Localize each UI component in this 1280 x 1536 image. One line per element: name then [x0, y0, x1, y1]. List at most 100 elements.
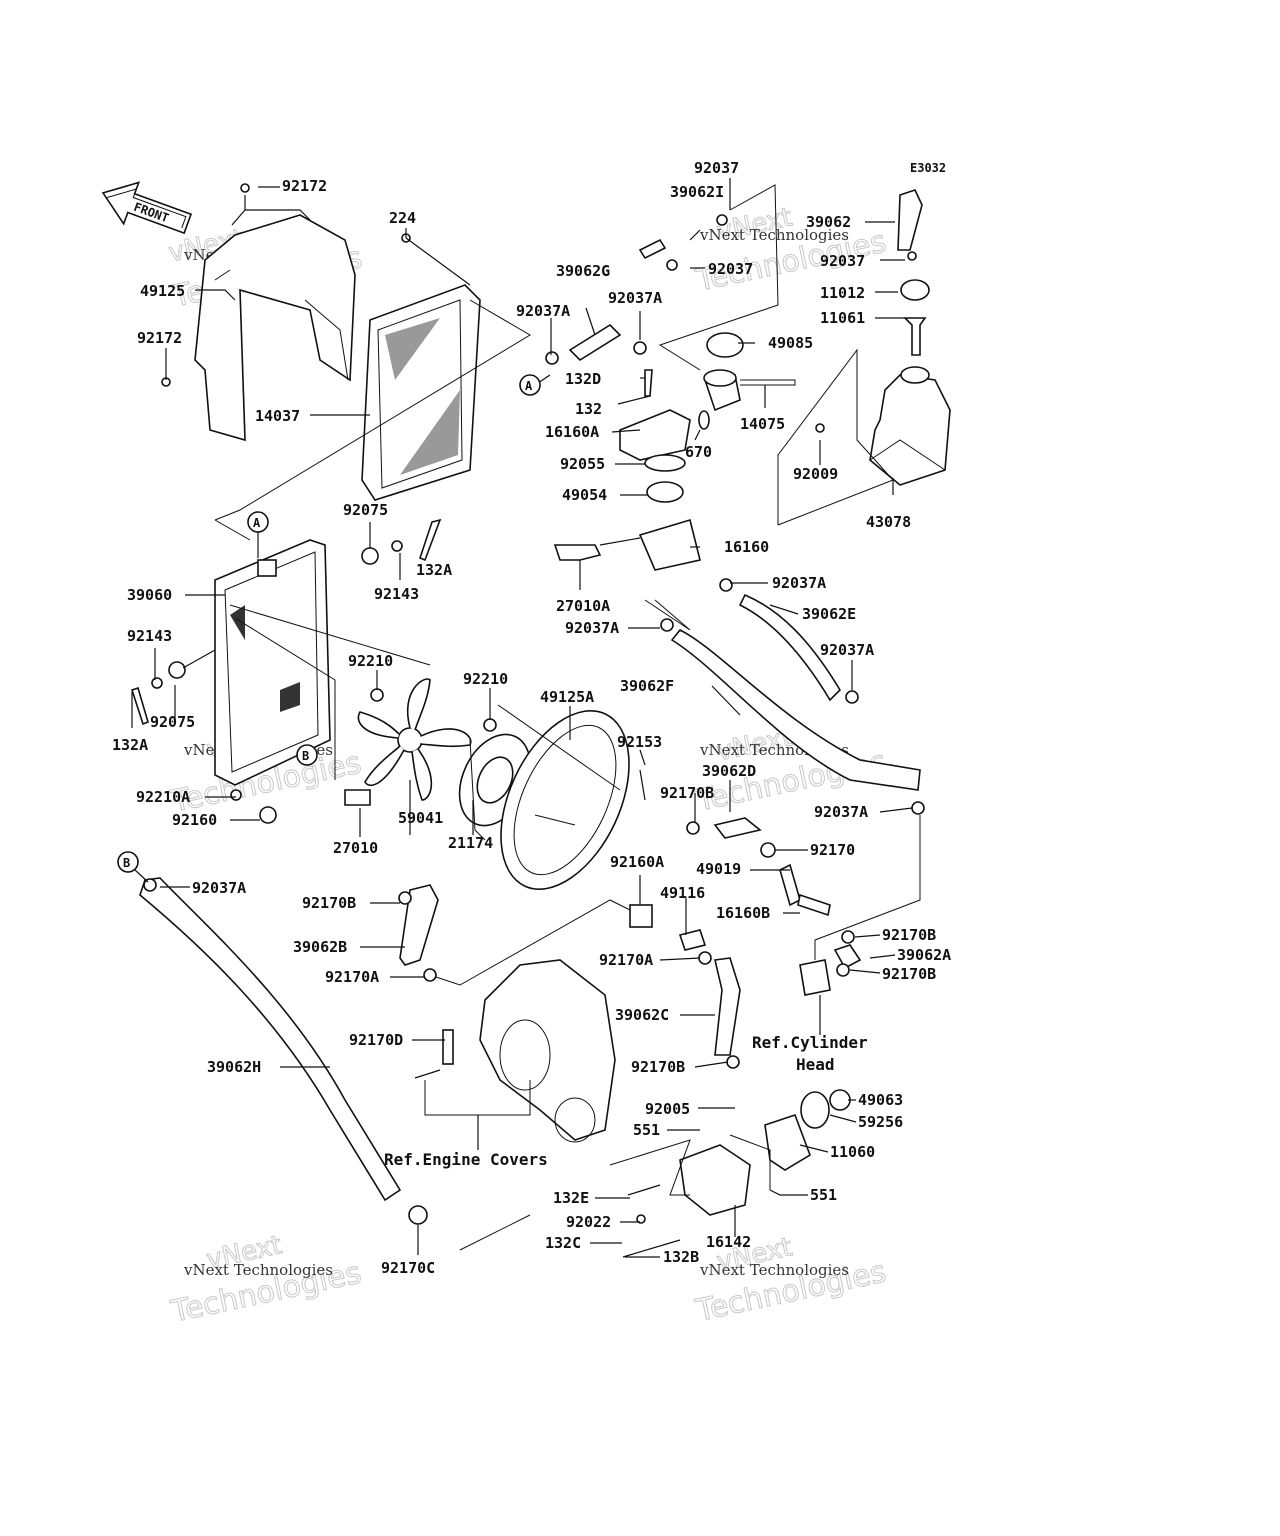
reserve-tank — [869, 366, 951, 486]
part-label: 92170B — [302, 894, 356, 912]
part-label: 43078 — [866, 513, 911, 531]
part-label: 27010A — [556, 597, 610, 615]
part-label: 92172 — [282, 177, 327, 195]
part-label: 92009 — [793, 465, 838, 483]
part-label: 39062H — [207, 1058, 261, 1076]
svg-text:B: B — [123, 856, 130, 870]
part-label: 39062 — [806, 213, 851, 231]
part-label: 27010 — [333, 839, 378, 857]
part-label: 92170D — [349, 1031, 403, 1049]
part-label: 92037A — [814, 803, 868, 821]
o-ring — [698, 410, 710, 430]
part-label: 92037A — [608, 289, 662, 307]
hose-39062g — [568, 323, 622, 362]
hose-39062e — [738, 593, 842, 702]
svg-text:A: A — [525, 379, 533, 393]
part-label: 132E — [553, 1189, 589, 1207]
water-pump-cover — [764, 1113, 811, 1171]
part-label: 92153 — [617, 733, 662, 751]
bracket — [442, 1029, 454, 1065]
ref-marker-a-top: A — [519, 374, 541, 396]
bolts — [130, 369, 681, 1258]
part-label: 132A — [112, 736, 148, 754]
hose-39062a — [833, 944, 862, 970]
part-label: 92160 — [172, 811, 217, 829]
svg-text:A: A — [253, 516, 261, 530]
o-ring — [644, 454, 686, 472]
part-label: 49019 — [696, 860, 741, 878]
part-label: 49085 — [768, 334, 813, 352]
part-label: 92170B — [660, 784, 714, 802]
part-label: 92170B — [882, 965, 936, 983]
part-label: 16142 — [706, 1233, 751, 1251]
part-label: 39062A — [897, 946, 951, 964]
part-label: 92170B — [882, 926, 936, 944]
part-label: 92005 — [645, 1100, 690, 1118]
thermostat-cover — [619, 409, 691, 461]
part-label: 92022 — [566, 1213, 611, 1231]
front-arrow-icon: FRONT — [101, 181, 193, 235]
note-engine-covers: Ref.Engine Covers — [384, 1150, 548, 1169]
part-label: 92210A — [136, 788, 190, 806]
thermostat — [646, 481, 684, 503]
part-label: 14075 — [740, 415, 785, 433]
part-label: 92170C — [381, 1259, 435, 1277]
part-label: 92210 — [463, 670, 508, 688]
part-label: 39062G — [556, 262, 610, 280]
temperature-sensor — [553, 544, 602, 561]
svg-text:B: B — [302, 749, 309, 763]
part-label: 39062D — [702, 762, 756, 780]
part-label: 59256 — [858, 1113, 903, 1131]
fan-blade — [357, 678, 472, 801]
fan-shroud — [500, 710, 630, 890]
radiator-cap — [706, 332, 744, 358]
impeller — [800, 1091, 830, 1129]
part-label: 49125 — [140, 282, 185, 300]
mechanical-seal — [829, 1089, 851, 1111]
part-label: 39062I — [670, 183, 724, 201]
part-label: 132 — [575, 400, 602, 418]
part-label: 92143 — [374, 585, 419, 603]
part-label: 92160A — [610, 853, 664, 871]
water-pump-housing — [679, 1144, 751, 1216]
hose-39062h — [139, 877, 402, 1202]
part-label: 39060 — [127, 586, 172, 604]
part-label: 11012 — [820, 284, 865, 302]
hose-39062d — [713, 817, 762, 839]
watermark-small: vNext Technologies — [699, 1261, 849, 1279]
pipe-49116 — [678, 929, 707, 951]
part-label: 92210 — [348, 652, 393, 670]
part-label: 551 — [633, 1121, 660, 1139]
part-label: 49125A — [540, 688, 594, 706]
part-label: 224 — [389, 209, 416, 227]
part-label: 92170B — [631, 1058, 685, 1076]
hose-39062f — [670, 628, 921, 791]
part-label: 92037 — [820, 252, 865, 270]
ref-marker-a-radiator: A — [247, 511, 269, 533]
radiator-screen — [361, 284, 481, 501]
part-label: 132C — [545, 1234, 581, 1252]
part-label: 92037 — [694, 159, 739, 177]
reserve-tank-cap — [900, 279, 930, 301]
part-label: 92037A — [516, 302, 570, 320]
part-label: 11061 — [820, 309, 865, 327]
radiator-shroud — [194, 214, 356, 442]
tank-pipe — [903, 317, 927, 356]
part-label: 39062E — [802, 605, 856, 623]
note-cylinder-head-2: Head — [796, 1055, 835, 1074]
hose-39062b — [399, 884, 439, 966]
part-label: 92037 — [708, 260, 753, 278]
ref-marker-b-radiator: B — [296, 744, 318, 766]
part-label: 92170 — [810, 841, 855, 859]
hose-39062 — [897, 189, 923, 251]
engine-cover — [479, 959, 616, 1143]
part-label: 49054 — [562, 486, 607, 504]
damper — [629, 904, 653, 928]
cylinder-fitting — [799, 959, 831, 996]
part-label: 39062F — [620, 677, 674, 695]
part-label: 92075 — [343, 501, 388, 519]
watermark-small: vNext Technologies — [699, 226, 849, 244]
diagram-code: E3032 — [910, 161, 946, 175]
